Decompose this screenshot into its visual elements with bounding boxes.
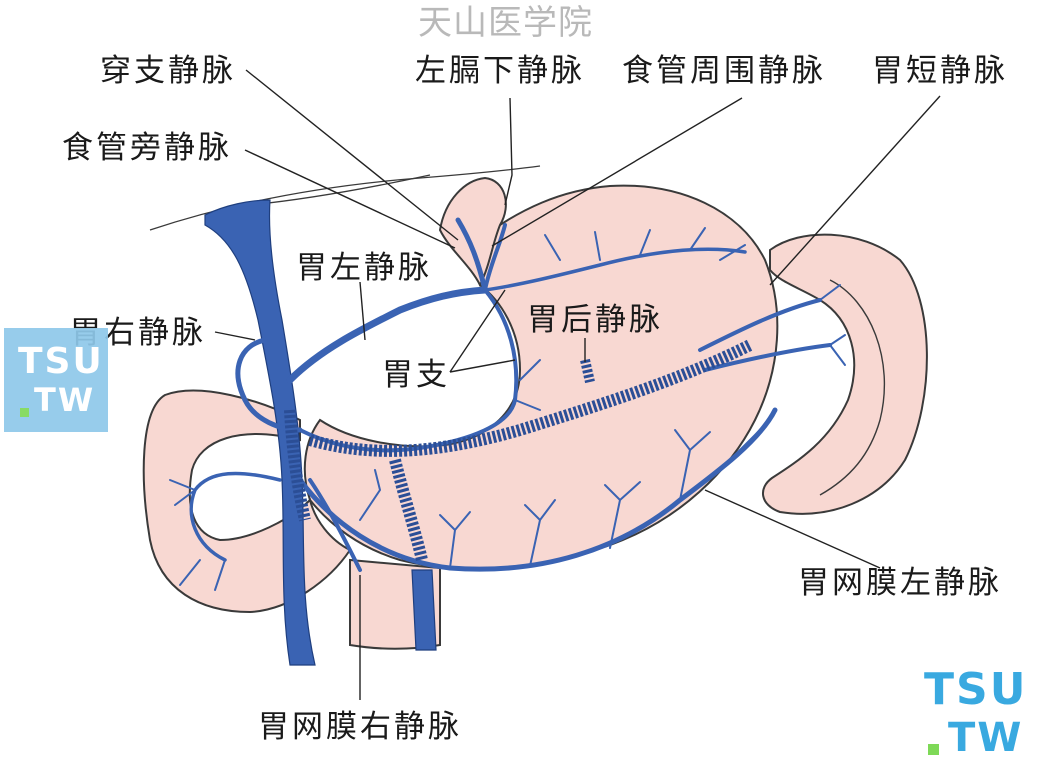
- label-gastric-branch: 胃支: [382, 357, 450, 393]
- tsu-logo-right: TSU TW: [918, 662, 1046, 762]
- label-left-phrenic-vein: 左膈下静脉: [415, 53, 585, 89]
- leader-lines: [214, 69, 941, 700]
- spleen-inner: [819, 279, 886, 496]
- logo-left-line2: TW: [34, 381, 96, 419]
- label-perforating-vein: 穿支静脉: [100, 53, 236, 89]
- watermark-title: 天山医学院: [418, 3, 593, 43]
- vein-vessels: [189, 217, 832, 572]
- fine-branches: [169, 227, 846, 591]
- label-short-gastric-vein: 胃短静脉: [872, 53, 1008, 89]
- stomach: [303, 184, 779, 570]
- posterior-gastric-vein: [308, 339, 753, 457]
- coiled-vein-lower: [389, 458, 428, 562]
- short-coil: [580, 358, 595, 384]
- logo-right-dot: [928, 744, 939, 755]
- coiled-vein-vertical: [284, 409, 311, 522]
- label-left-gastric-vein: 胃左静脉: [296, 250, 432, 286]
- logo-left-line1: TSU: [18, 341, 104, 382]
- label-right-gastroepiploic-vein: 胃网膜右静脉: [258, 709, 462, 745]
- logo-right-line1: TSU: [924, 664, 1028, 715]
- label-posterior-gastric-vein: 胃后静脉: [527, 302, 663, 338]
- label-left-gastroepiploic-vein: 胃网膜左静脉: [798, 565, 1002, 601]
- logo-left-dot: [20, 408, 29, 417]
- tsu-logo-left: TSU TW: [4, 328, 108, 432]
- label-paraesophageal-vein: 食管旁静脉: [62, 130, 232, 166]
- logo-right-line2: TW: [948, 715, 1024, 761]
- cardia: [438, 176, 507, 288]
- label-periesophageal-vein: 食管周围静脉: [622, 53, 826, 89]
- vein-trunks: [204, 199, 437, 666]
- spleen: [762, 233, 928, 515]
